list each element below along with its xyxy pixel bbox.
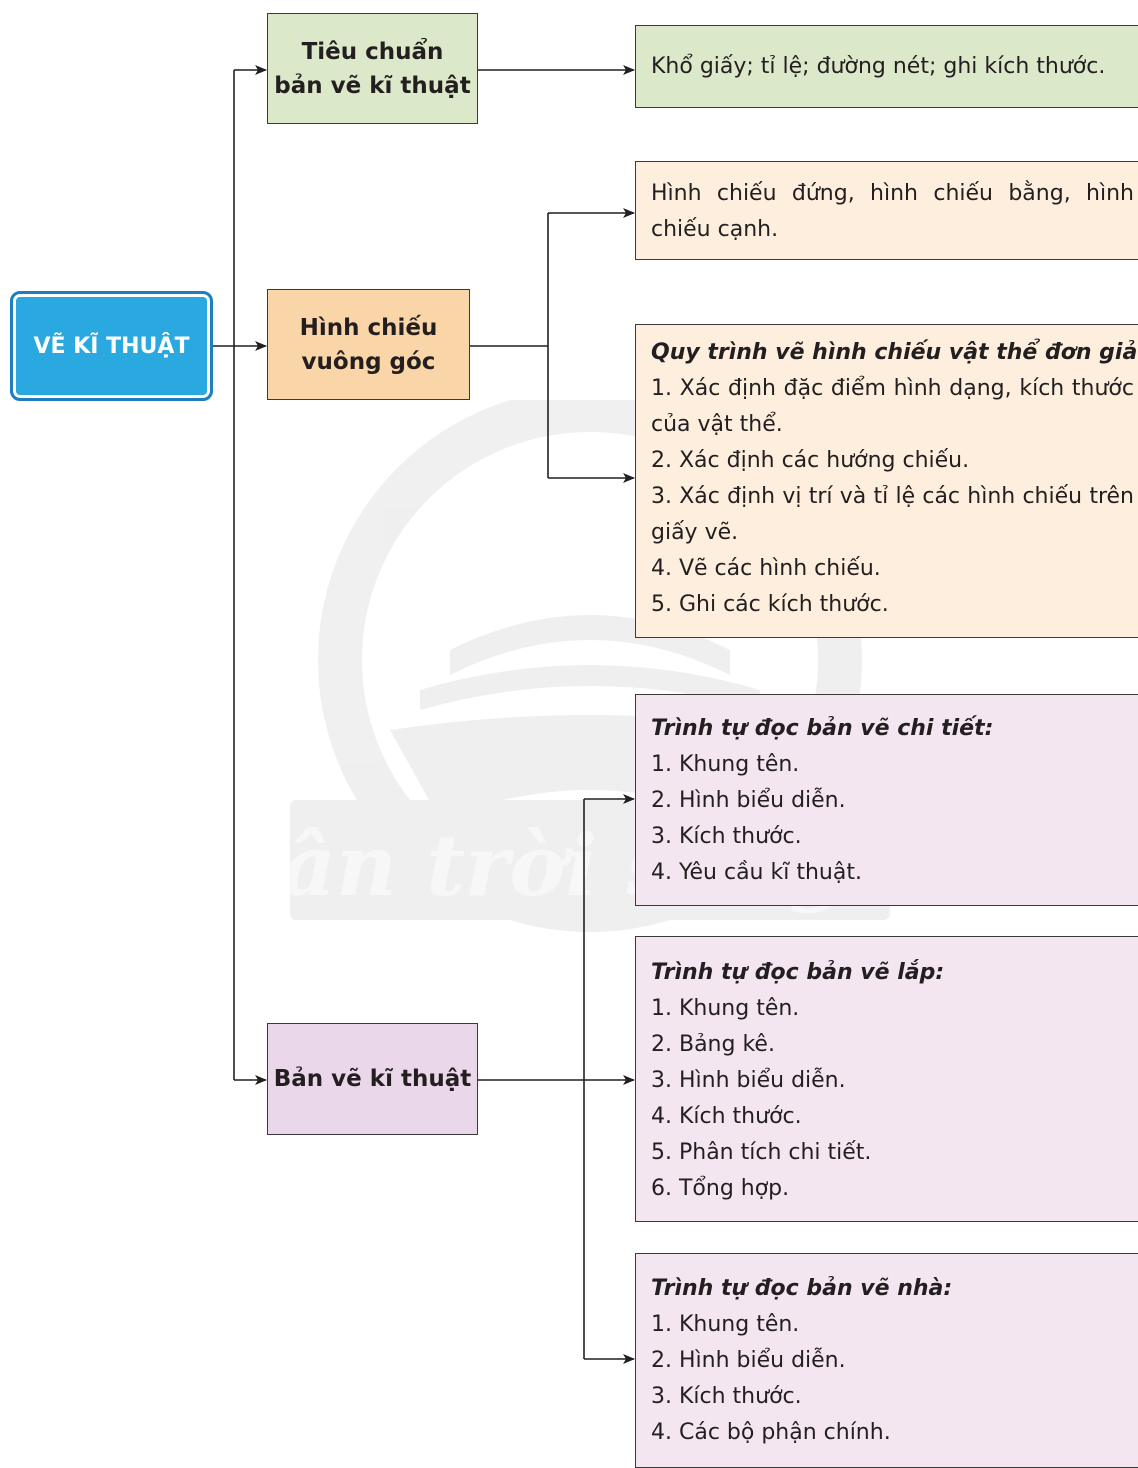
projection-procedure-heading: Quy trình vẽ hình chiếu vật thể đơn giản… xyxy=(651,340,1138,365)
assembly-drawing-item: 1. Khung tên. xyxy=(651,996,800,1021)
projection-views-leaf: Hình chiếu đứng, hình chiếu bằng, hình c… xyxy=(635,161,1138,260)
root-label: VẼ KĨ THUẬT xyxy=(33,333,190,359)
procedure-step-2: 2. Xác định các hướng chiếu. xyxy=(651,448,970,473)
projection-views-line-2: chiếu cạnh. xyxy=(651,217,779,242)
detail-drawing-item: 2. Hình biểu diễn. xyxy=(651,788,846,813)
branch-projection-line-2: vuông góc xyxy=(301,348,436,375)
house-drawing-item: 1. Khung tên. xyxy=(651,1312,800,1337)
house-drawing-leaf: Trình tự đọc bản vẽ nhà: 1. Khung tên. 2… xyxy=(635,1253,1138,1468)
detail-drawing-item: 4. Yêu cầu kĩ thuật. xyxy=(651,860,862,885)
house-drawing-item: 3. Kích thước. xyxy=(651,1384,802,1409)
branch-projection-line-1: Hình chiếu xyxy=(299,314,438,341)
branch-drawings-node: Bản vẽ kĩ thuật xyxy=(267,1023,478,1135)
standards-leaf: Khổ giấy; tỉ lệ; đường nét; ghi kích thư… xyxy=(635,25,1138,108)
detail-drawing-item: 3. Kích thước. xyxy=(651,824,802,849)
detail-drawing-leaf: Trình tự đọc bản vẽ chi tiết: 1. Khung t… xyxy=(635,694,1138,906)
assembly-drawing-heading: Trình tự đọc bản vẽ lắp: xyxy=(651,960,945,985)
assembly-drawing-item: 2. Bảng kê. xyxy=(651,1032,775,1057)
house-drawing-heading: Trình tự đọc bản vẽ nhà: xyxy=(651,1276,953,1301)
assembly-drawing-item: 4. Kích thước. xyxy=(651,1104,802,1129)
branch-standards-line-1: Tiêu chuẩn xyxy=(301,38,444,65)
projection-procedure-leaf: Quy trình vẽ hình chiếu vật thể đơn giản… xyxy=(635,324,1138,638)
procedure-step-4: 4. Vẽ các hình chiếu. xyxy=(651,556,881,581)
procedure-step-1-cont: của vật thể. xyxy=(651,412,783,437)
procedure-step-1: 1. Xác định đặc điểm hình dạng, kích thư… xyxy=(651,376,1134,401)
branch-standards-node: Tiêu chuẩn bản vẽ kĩ thuật xyxy=(267,13,478,124)
assembly-drawing-item: 3. Hình biểu diễn. xyxy=(651,1068,846,1093)
assembly-drawing-leaf: Trình tự đọc bản vẽ lắp: 1. Khung tên. 2… xyxy=(635,936,1138,1222)
branch-drawings-label: Bản vẽ kĩ thuật xyxy=(273,1066,472,1092)
detail-drawing-heading: Trình tự đọc bản vẽ chi tiết: xyxy=(651,716,994,741)
detail-drawing-item: 1. Khung tên. xyxy=(651,752,800,777)
procedure-step-3-cont: giấy vẽ. xyxy=(651,520,739,545)
branch-standards-line-2: bản vẽ kĩ thuật xyxy=(274,72,471,99)
procedure-step-5: 5. Ghi các kích thước. xyxy=(651,592,889,617)
house-drawing-item: 4. Các bộ phận chính. xyxy=(651,1420,891,1445)
procedure-step-3: 3. Xác định vị trí và tỉ lệ các hình chi… xyxy=(651,484,1134,509)
projection-views-line-1: Hình chiếu đứng, hình chiếu bằng, hình xyxy=(651,181,1134,206)
assembly-drawing-item: 5. Phân tích chi tiết. xyxy=(651,1140,872,1165)
standards-text: Khổ giấy; tỉ lệ; đường nét; ghi kích thư… xyxy=(651,53,1106,79)
house-drawing-item: 2. Hình biểu diễn. xyxy=(651,1348,846,1373)
assembly-drawing-item: 6. Tổng hợp. xyxy=(651,1176,790,1201)
branch-projection-node: Hình chiếu vuông góc xyxy=(267,289,470,400)
root-node: VẼ KĨ THUẬT xyxy=(10,291,213,401)
